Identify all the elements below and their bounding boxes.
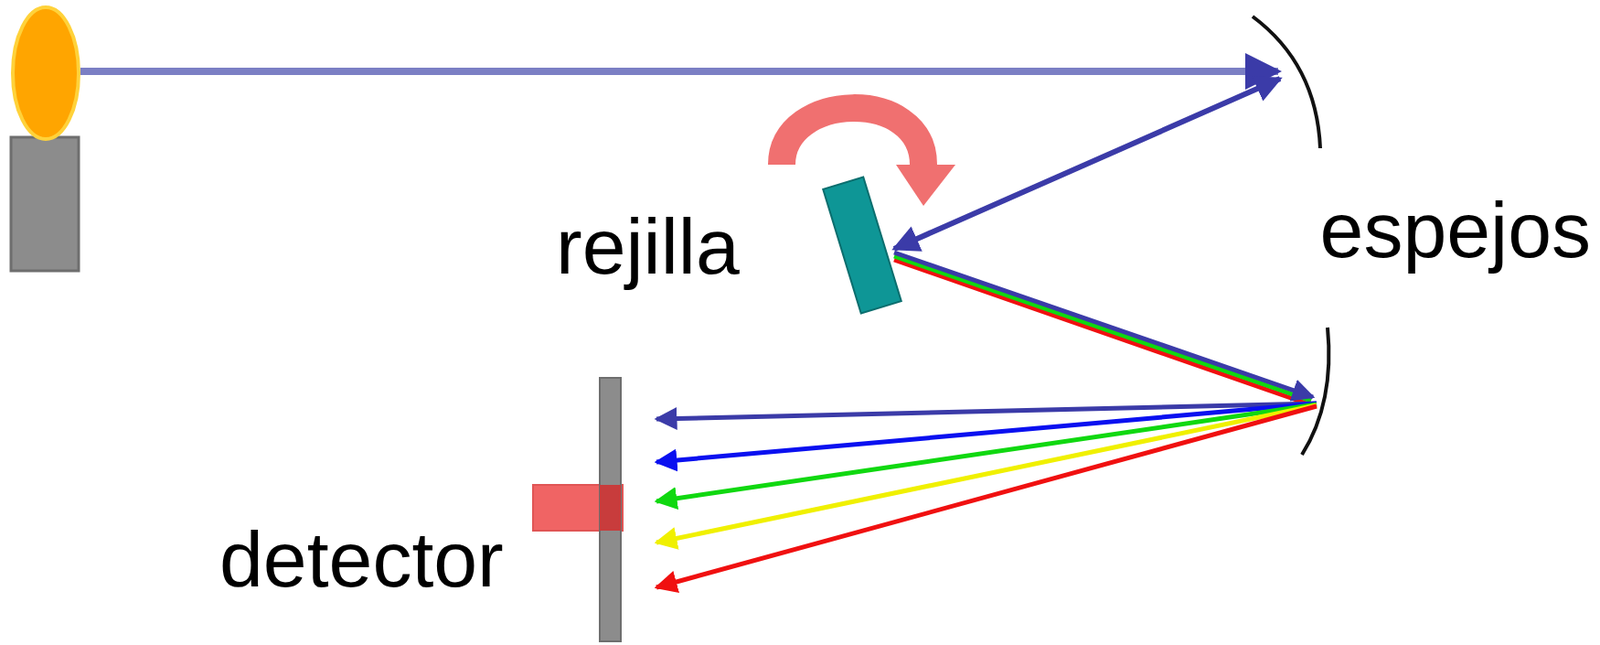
light-beam — [656, 404, 1317, 502]
detector-device — [533, 377, 623, 641]
light-beam — [894, 78, 1280, 249]
mirror-top — [1252, 16, 1321, 149]
mirror-bottom — [1301, 327, 1329, 455]
part-label: detector — [219, 519, 504, 598]
lamp-flame — [12, 7, 79, 139]
light-beam — [894, 256, 1312, 401]
rotation-arrow — [781, 107, 956, 206]
light-beam — [656, 405, 1317, 543]
lamp — [10, 7, 79, 271]
part-label: espejos — [1320, 190, 1591, 269]
light-beam — [894, 252, 1313, 397]
diffraction-grating — [822, 176, 902, 313]
light-beam — [656, 405, 1317, 587]
part-label: rejilla — [555, 206, 740, 286]
light-beam — [80, 67, 1279, 75]
light-beam — [894, 259, 1310, 405]
lamp-base — [10, 137, 79, 271]
